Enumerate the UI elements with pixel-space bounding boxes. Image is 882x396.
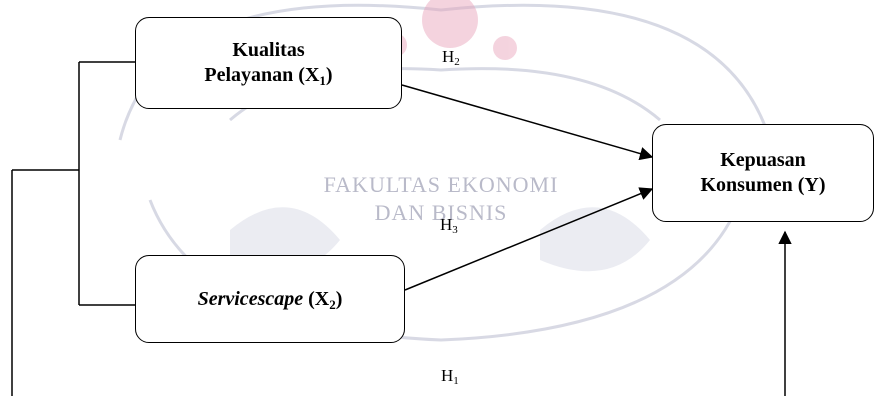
h3-arrow <box>404 187 654 291</box>
node-x2-label: Servicescape (X2) <box>197 287 343 312</box>
node-customer-satisfaction: Kepuasan Konsumen (Y) <box>652 124 874 222</box>
h2-arrow <box>401 84 654 161</box>
node-y-line1: Kepuasan <box>720 149 806 171</box>
node-x1-line2: Pelayanan (X1) <box>204 64 333 88</box>
hypothesis-label-h3: H3 <box>440 215 458 236</box>
node-servicescape: Servicescape (X2) <box>135 255 405 343</box>
watermark-blob <box>422 0 478 48</box>
node-service-quality: Kualitas Pelayanan (X1) <box>135 17 402 109</box>
hypothesis-label-h1: H1 <box>441 366 459 387</box>
watermark-blob <box>493 36 517 60</box>
node-x1-line1: Kualitas <box>232 39 305 61</box>
watermark-text-line1: FAKULTAS EKONOMI <box>323 172 559 197</box>
watermark-text-line2: DAN BISNIS <box>374 200 508 225</box>
node-y-line2: Konsumen (Y) <box>700 174 826 196</box>
hypothesis-label-h2: H2 <box>442 47 460 68</box>
